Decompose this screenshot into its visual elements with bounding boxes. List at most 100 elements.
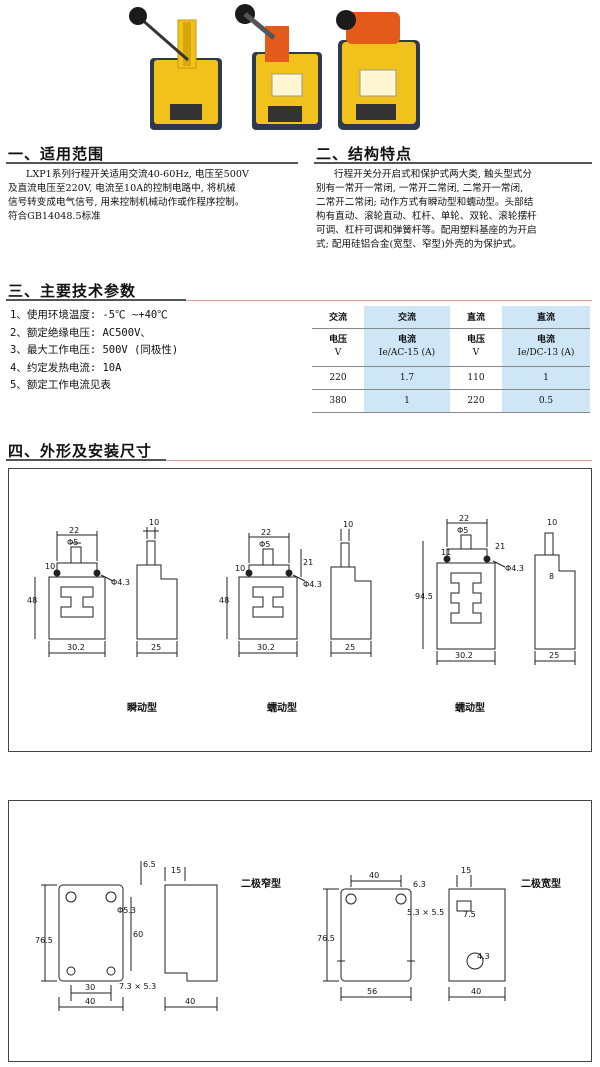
drawing-instant-side	[136, 527, 178, 657]
dim-label: Φ4.3	[505, 564, 524, 573]
structure-text: 行程开关分开启式和保护式两大类, 触头型式分 别有一常开一常闭, 一常开二常闭,…	[316, 168, 594, 252]
dim-label: 8	[549, 572, 554, 581]
drawing-creep-tall-front	[422, 519, 506, 665]
technical-params: 1、使用环境温度: -5℃ ~+40℃ 2、额定绝缘电压: AC500V、 3、…	[10, 307, 178, 395]
section-rule-technical-ext	[186, 300, 592, 301]
table-cell: 1.7	[364, 366, 450, 390]
dim-label: 30.2	[67, 643, 85, 652]
param-item: 5、额定工作电流见表	[10, 379, 111, 391]
dim-label: 25	[345, 643, 355, 652]
dim-label: 22	[459, 514, 469, 523]
applicable-line: 及直流电压至220V, 电流至10A的控制电路中, 将机械	[8, 183, 236, 194]
drawing-creep-front	[226, 533, 306, 657]
dim-label: 48	[219, 596, 229, 605]
dim-label: 60	[133, 930, 143, 939]
dimension-drawing-box-2: 6.5 15 Φ5.3 76.5 60 30 7.3 × 5.3 40 40 4…	[8, 800, 592, 1062]
dim-label: 48	[27, 596, 37, 605]
dim-label: 10	[343, 520, 353, 529]
dim-label: 10	[235, 564, 245, 573]
dim-label: 4.3	[477, 952, 490, 961]
dimension-drawing-box-1: 22 Φ5 10 48 Φ4.3 30.2 10 25 22 Φ5 10 48 …	[8, 468, 592, 752]
table-cell: 1	[364, 389, 450, 413]
section-title-technical: 三、主要技术参数	[8, 282, 137, 300]
table-row: 220 1.7 110 1	[312, 366, 590, 390]
table-header-cell: 交流	[312, 306, 364, 329]
table-cell: 1	[502, 366, 590, 390]
table-header-cell: 交流	[364, 306, 450, 329]
dim-label: 7.3 × 5.3	[119, 982, 156, 991]
table-cell: 0.5	[502, 389, 590, 413]
dim-label: Φ4.3	[111, 578, 130, 587]
table-cell: 380	[312, 389, 364, 413]
dim-label: 40	[185, 997, 195, 1006]
dim-label: 40	[369, 871, 379, 880]
structure-line: 行程开关分开启式和保护式两大类, 触头型式分	[334, 169, 532, 180]
dim-label: 21	[495, 542, 505, 551]
structure-line: 构有直动、滚轮直动、杠杆、单轮、双轮、滚轮摆杆	[316, 211, 537, 222]
drawing-narrow-front	[41, 861, 142, 1011]
dim-label: 40	[85, 997, 95, 1006]
applicable-line: 信号转变成电气信号, 用来控制机械动作或作程序控制。	[8, 197, 245, 208]
dim-label: Φ5	[259, 540, 270, 549]
table-header-cell: 直流	[502, 306, 590, 329]
structure-line: 可调、杠杆可调和弹簧杆等。配用塑料基座的为开启	[316, 225, 537, 236]
table-header-cell: 直流	[450, 306, 502, 329]
caption-instant: 瞬动型	[127, 703, 157, 714]
dim-label: 6.3	[413, 880, 426, 889]
section-rule-dimensions	[6, 459, 166, 461]
dim-label: Φ5.3	[117, 906, 136, 915]
param-item: 1、使用环境温度: -5℃ ~+40℃	[10, 309, 168, 321]
section-title-structure: 二、结构特点	[316, 145, 413, 163]
dimension-drawings-bottom: 6.5 15 Φ5.3 76.5 60 30 7.3 × 5.3 40 40 4…	[35, 860, 506, 1011]
dim-label: 25	[549, 651, 559, 660]
section-rule-structure	[314, 162, 592, 164]
applicable-text: LXP1系列行程开关适用交流40-60Hz, 电压至500V 及直流电压至220…	[8, 168, 300, 224]
dim-label: 10	[547, 518, 557, 527]
dim-label: 56	[367, 987, 377, 996]
dim-label: 15	[461, 866, 471, 875]
dim-label: 11	[441, 548, 451, 557]
section-rule-dimensions-ext	[166, 460, 592, 461]
caption-narrow: 二极窄型	[241, 879, 281, 890]
product-photo-1	[129, 7, 222, 130]
dim-label: 94.5	[415, 592, 433, 601]
param-item: 4、约定发热电流: 10A	[10, 361, 122, 374]
section-rule-applicable	[6, 162, 298, 164]
param-item: 3、最大工作电压: 500V (同极性)	[10, 344, 179, 356]
param-item: 2、额定绝缘电压: AC500V、	[10, 326, 151, 339]
table-cell: 110	[450, 366, 502, 390]
caption-wide: 二极宽型	[521, 879, 561, 890]
dim-label: 6.5	[143, 860, 156, 869]
product-photo-2	[235, 4, 322, 130]
dim-label: 30.2	[257, 643, 275, 652]
product-photos	[129, 4, 420, 130]
structure-line: 二常开二常闭; 动作方式有瞬动型和蠕动型。头部结	[316, 197, 534, 208]
structure-line: 式; 配用硅铝合金(宽型、窄型)外壳的为保护式。	[316, 239, 522, 250]
dim-label: 21	[303, 558, 313, 567]
table-header-row: 交流 交流 直流 直流	[312, 306, 590, 329]
dim-label: 76.5	[317, 934, 335, 943]
caption-creep: 蠕动型	[267, 703, 297, 714]
table-row: 380 1 220 0.5	[312, 389, 590, 413]
drawing-narrow-side	[164, 867, 218, 1011]
applicable-line: LXP1系列行程开关适用交流40-60Hz, 电压至500V	[26, 169, 249, 180]
section-rule-technical	[6, 299, 186, 301]
drawing-creep-tall-side	[534, 532, 576, 665]
dim-label: 30.2	[455, 651, 473, 660]
dim-label: 25	[151, 643, 161, 652]
section-title-applicable: 一、适用范围	[8, 145, 105, 163]
dim-label: 30	[85, 983, 95, 992]
structure-line: 别有一常开一常闭, 一常开二常闭, 二常开一常闭,	[316, 183, 524, 194]
dim-label: 76.5	[35, 936, 53, 945]
drawing-creep-side	[330, 529, 372, 657]
product-photo-3	[336, 10, 420, 130]
dim-label: 15	[171, 866, 181, 875]
dim-label: 40	[471, 987, 481, 996]
dim-label: Φ5	[67, 538, 78, 547]
dim-label: 5.3 × 5.5	[407, 908, 444, 917]
